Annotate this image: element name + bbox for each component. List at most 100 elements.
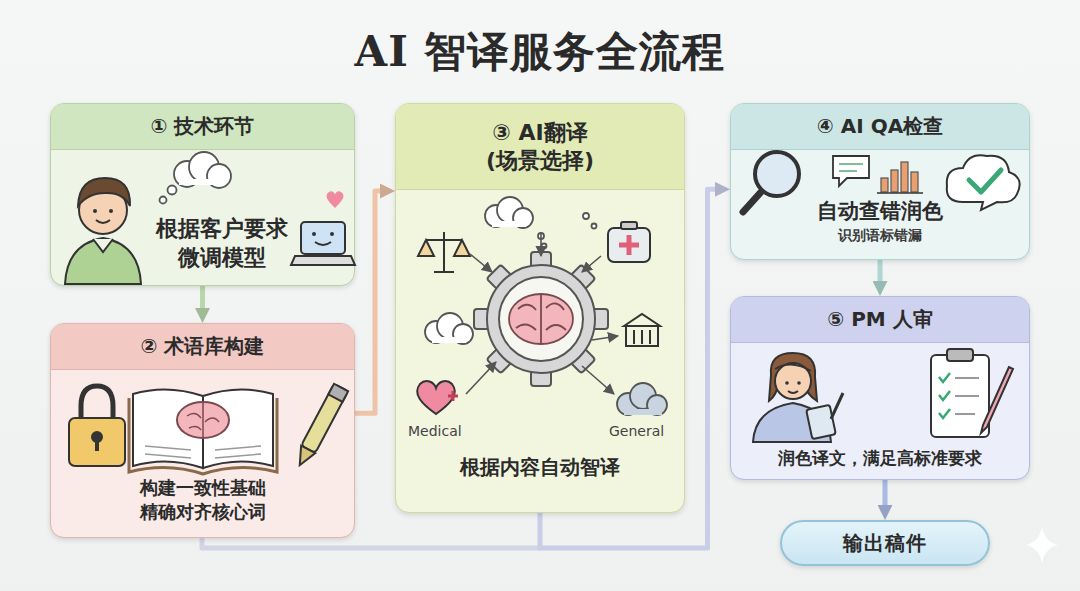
scale-icon (426, 232, 462, 272)
thought-cloud (174, 161, 200, 187)
gear-icon (474, 252, 608, 386)
woman-figure (753, 353, 843, 442)
heart-medical-icon (417, 381, 455, 414)
flow-arrows (582, 366, 614, 394)
brain-icon (509, 294, 573, 344)
magnifier-icon (755, 152, 799, 196)
check-cloud-icon (947, 155, 1020, 210)
heart-icon (327, 191, 344, 208)
clipboard-icon (947, 349, 973, 361)
lock-icon (69, 386, 125, 466)
bar-chart-icon (891, 170, 898, 192)
woman-figure (775, 363, 811, 399)
gear-icon (586, 309, 608, 329)
medkit-icon (619, 235, 639, 255)
cloud-icon (425, 197, 597, 344)
thought-cloud (160, 152, 232, 204)
bar-chart-icon (911, 172, 918, 192)
output-pill: 输出稿件 (780, 520, 990, 566)
person-figure (79, 186, 127, 234)
scene-label: General (609, 422, 664, 440)
flow-connector (200, 286, 205, 315)
lock-icon (69, 418, 125, 466)
flow-connector (355, 191, 387, 413)
cloud-general-icon (624, 409, 662, 415)
building-icon (624, 314, 660, 346)
pen-icon (293, 384, 348, 469)
cloud-general-icon (617, 393, 639, 415)
book-icon (187, 403, 219, 437)
laptop-icon (291, 222, 355, 265)
clipboard-icon (931, 355, 989, 437)
laptop-icon (315, 242, 331, 245)
brain-icon (509, 294, 573, 344)
woman-figure (806, 405, 836, 439)
gear-icon (487, 265, 517, 295)
clipboard-icon (981, 367, 1013, 433)
flow-arrows (470, 254, 492, 272)
building-icon (624, 314, 660, 346)
gear-icon (474, 309, 496, 329)
cloud-icon (425, 321, 447, 343)
medkit-icon (608, 228, 650, 262)
tech-step-box: ① 技术环节根据客户要求 微调模型 (50, 103, 355, 286)
cloud-icon (497, 197, 523, 223)
cloud-general-icon (630, 383, 656, 409)
heart-medical-icon (417, 381, 458, 414)
flow-connector (878, 260, 883, 288)
thought-cloud (160, 197, 167, 204)
box-heading: ⑤ PM 人审 (731, 297, 1029, 343)
person-figure (93, 239, 113, 252)
person-figure (65, 238, 141, 284)
termbase-box: ② 术语库构建构建一致性基础 精确对齐核心词 (50, 323, 355, 538)
book-icon (133, 389, 203, 468)
cloud-icon (453, 324, 473, 344)
thought-cloud (207, 164, 231, 188)
gear-icon (487, 265, 595, 373)
gear-icon (531, 252, 551, 274)
scene-label: 识别语标错漏 (731, 226, 1029, 244)
cloud-icon (542, 244, 547, 249)
lock-icon (81, 386, 113, 420)
cloud-icon (492, 221, 526, 227)
medkit-icon (621, 222, 637, 229)
book-icon (129, 389, 277, 474)
pen-icon (301, 384, 348, 453)
person-figure (109, 209, 113, 213)
cloud-icon (538, 233, 544, 239)
merge-line (202, 538, 540, 548)
merge-line (202, 538, 540, 548)
woman-figure (775, 364, 811, 371)
bar-chart-icon (901, 162, 908, 192)
laptop-icon (312, 232, 316, 236)
clipboard-icon (955, 378, 979, 414)
bar-chart-icon (877, 192, 923, 194)
flow-arrows (592, 336, 618, 340)
scale-icon (418, 240, 470, 256)
scale-icon (418, 232, 470, 272)
laptop-icon (301, 222, 345, 254)
flow-arrows (540, 234, 542, 256)
ai-translate-box: ③ AI翻译 (场景选择)MedicalGeneral根据内容自动智译 (395, 103, 685, 513)
gear-icon (531, 364, 551, 386)
qa-check-box: ④ AI QA检查自动查错润色识别语标错漏 (730, 103, 1030, 260)
box-heading: ① 技术环节 (51, 104, 354, 150)
gear-icon (566, 265, 596, 295)
clipboard-icon (939, 373, 950, 418)
check-cloud-icon (947, 155, 1020, 210)
book-icon (145, 446, 261, 458)
cloud-icon (513, 208, 533, 228)
person-figure (65, 178, 141, 284)
cloud-icon (583, 213, 589, 219)
magnifier-icon (743, 152, 799, 212)
gear-icon (499, 277, 583, 361)
diagram-title: AI 智译服务全流程 (0, 0, 1080, 80)
laptop-icon (330, 232, 334, 236)
speech-bubble-icon (833, 156, 869, 186)
cloud-icon (432, 337, 466, 343)
thought-cloud (168, 186, 177, 195)
bar-chart-icon (877, 162, 923, 193)
box-body-text: 自动查错润色 (731, 198, 1029, 226)
